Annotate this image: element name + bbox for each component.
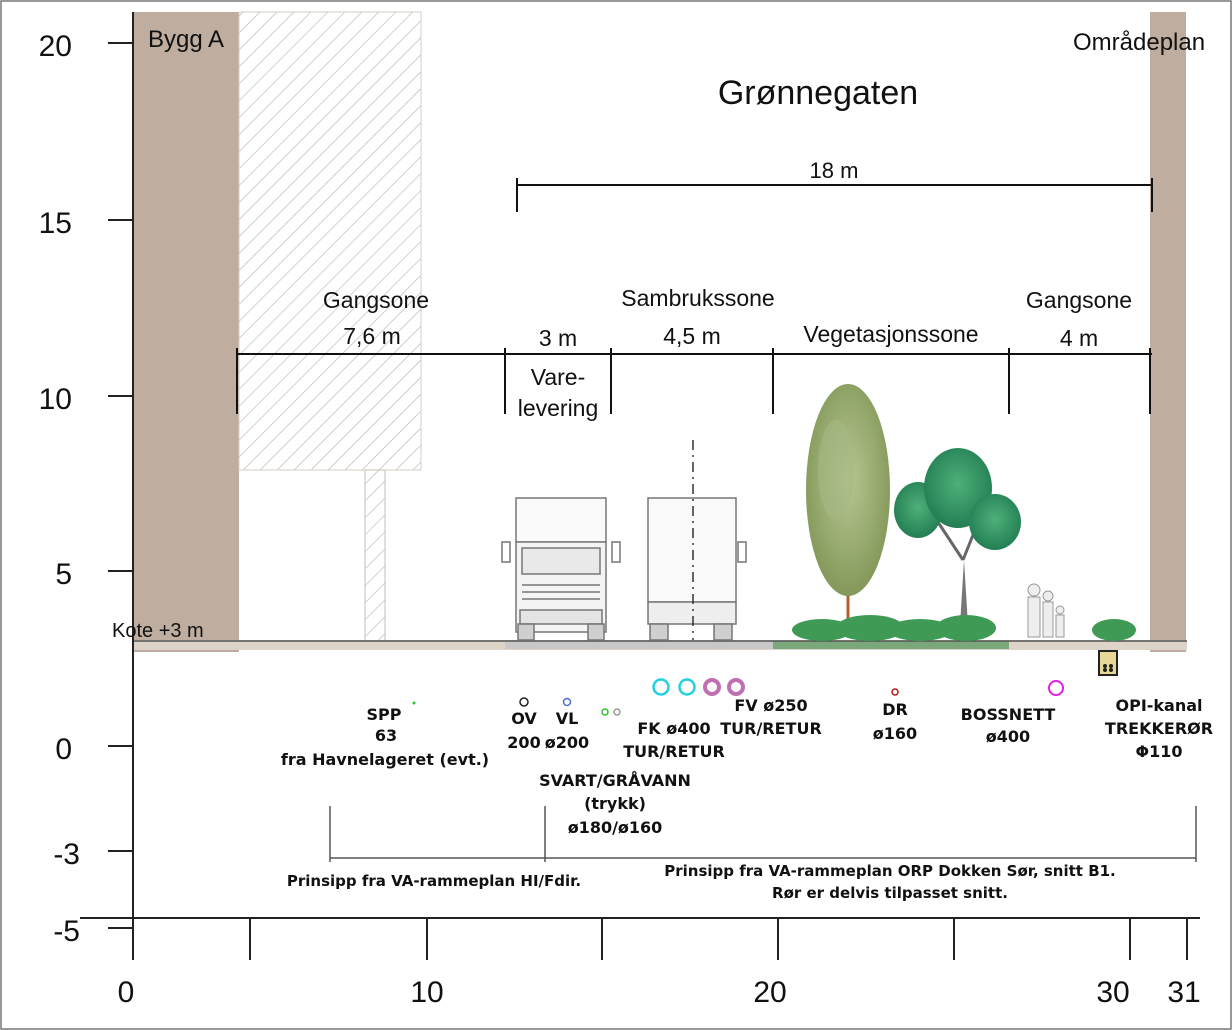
y-tick-label: 5 xyxy=(55,558,72,591)
spp-pipe xyxy=(412,701,416,705)
dr-pipe xyxy=(891,688,899,696)
y-tick-label: -5 xyxy=(53,915,80,948)
note-right: Prinsipp fra VA-rammeplan ORP Dokken Sør… xyxy=(664,862,1116,880)
spp-label: fra Havnelageret (evt.) xyxy=(281,750,489,769)
truck-rear xyxy=(647,497,747,641)
vl-label: VL xyxy=(556,709,579,728)
building-right xyxy=(1150,12,1186,652)
x-tick-label: 20 xyxy=(753,976,786,1009)
building-left-label: Bygg A xyxy=(148,26,224,53)
building-left-hatch xyxy=(238,11,422,471)
fk-label: FK ø400 xyxy=(637,719,710,738)
dr-label: ø160 xyxy=(873,724,917,743)
total-width-label: 18 m xyxy=(810,158,859,183)
zone-width: 3 m xyxy=(539,325,577,351)
opi-label: TREKKERØR xyxy=(1105,719,1213,738)
vl-label: ø200 xyxy=(545,733,589,752)
bossnett-pipe xyxy=(1048,680,1064,696)
x-tick-label: 31 xyxy=(1167,976,1200,1009)
column-hatch xyxy=(364,469,386,643)
bossnett-label: BOSSNETT xyxy=(961,705,1056,724)
y-tick-label: 15 xyxy=(39,207,72,240)
zone-name: Sambrukssone xyxy=(621,285,774,311)
building-right-label: Områdeplan xyxy=(1073,29,1205,56)
vegetation-strip xyxy=(773,641,1009,649)
ov-label: 200 xyxy=(507,733,540,752)
svart-pipe xyxy=(601,708,609,716)
zone-name: Gangsone xyxy=(1026,287,1132,313)
svart-label: (trykk) xyxy=(584,794,646,813)
y-ticks xyxy=(108,42,133,929)
svart-label: ø180/ø160 xyxy=(568,818,663,837)
ov-pipe xyxy=(519,697,529,707)
kote-label: Kote +3 m xyxy=(112,620,204,642)
zone-width: 4,5 m xyxy=(663,323,721,349)
fv-label: FV ø250 xyxy=(734,696,807,715)
note-right: Rør er delvis tilpasset snitt. xyxy=(772,884,1008,902)
pedestrians xyxy=(1027,583,1065,638)
zone-name: Vare- xyxy=(531,364,586,390)
y-tick-label: -3 xyxy=(53,838,80,871)
x-tick-label: 30 xyxy=(1096,976,1129,1009)
x-tick-label: 0 xyxy=(118,976,135,1009)
fv-pipe xyxy=(703,678,721,696)
hedge xyxy=(792,615,1136,641)
tree-tall xyxy=(806,384,890,628)
note-brackets xyxy=(329,806,1197,862)
opi-label: OPI-kanal xyxy=(1115,696,1202,715)
x-tick-label: 10 xyxy=(410,976,443,1009)
svart-pipe-2 xyxy=(613,708,621,716)
opi-kanal-box xyxy=(1098,650,1118,676)
road-surface xyxy=(505,641,773,649)
zone-width: 4 m xyxy=(1060,325,1098,351)
fv-label: TUR/RETUR xyxy=(720,719,822,738)
zone-name: Gangsone xyxy=(323,287,429,313)
ov-label: OV xyxy=(511,709,537,728)
spp-label: 63 xyxy=(375,726,397,745)
page-title: Grønnegaten xyxy=(718,74,918,112)
zone-dimensions xyxy=(236,348,1152,414)
note-left: Prinsipp fra VA-rammeplan HI/Fdir. xyxy=(287,872,581,890)
fk-label: TUR/RETUR xyxy=(623,742,725,761)
svart-label: SVART/GRÅVANN xyxy=(539,771,691,790)
y-tick-label: 10 xyxy=(39,383,72,416)
y-tick-label: 20 xyxy=(39,30,72,63)
x-ticks xyxy=(132,918,1188,960)
vl-pipe xyxy=(562,697,572,707)
zone-name: levering xyxy=(518,395,599,421)
pipe-markers xyxy=(412,650,1118,716)
fk-pipe-2 xyxy=(678,678,696,696)
zone-name: Vegetasjonssone xyxy=(803,321,978,347)
dr-label: DR xyxy=(882,700,908,719)
bossnett-label: ø400 xyxy=(986,727,1030,746)
building-left xyxy=(133,12,239,652)
total-dimension xyxy=(516,178,1153,212)
fv-pipe-2 xyxy=(727,678,745,696)
truck-front xyxy=(501,497,621,641)
tree-wide xyxy=(894,448,1021,625)
y-tick-label: 0 xyxy=(55,733,72,766)
spp-label: SPP xyxy=(367,705,402,724)
zone-width: 7,6 m xyxy=(343,323,401,349)
fk-pipe xyxy=(652,678,670,696)
opi-label: Φ110 xyxy=(1136,742,1183,761)
